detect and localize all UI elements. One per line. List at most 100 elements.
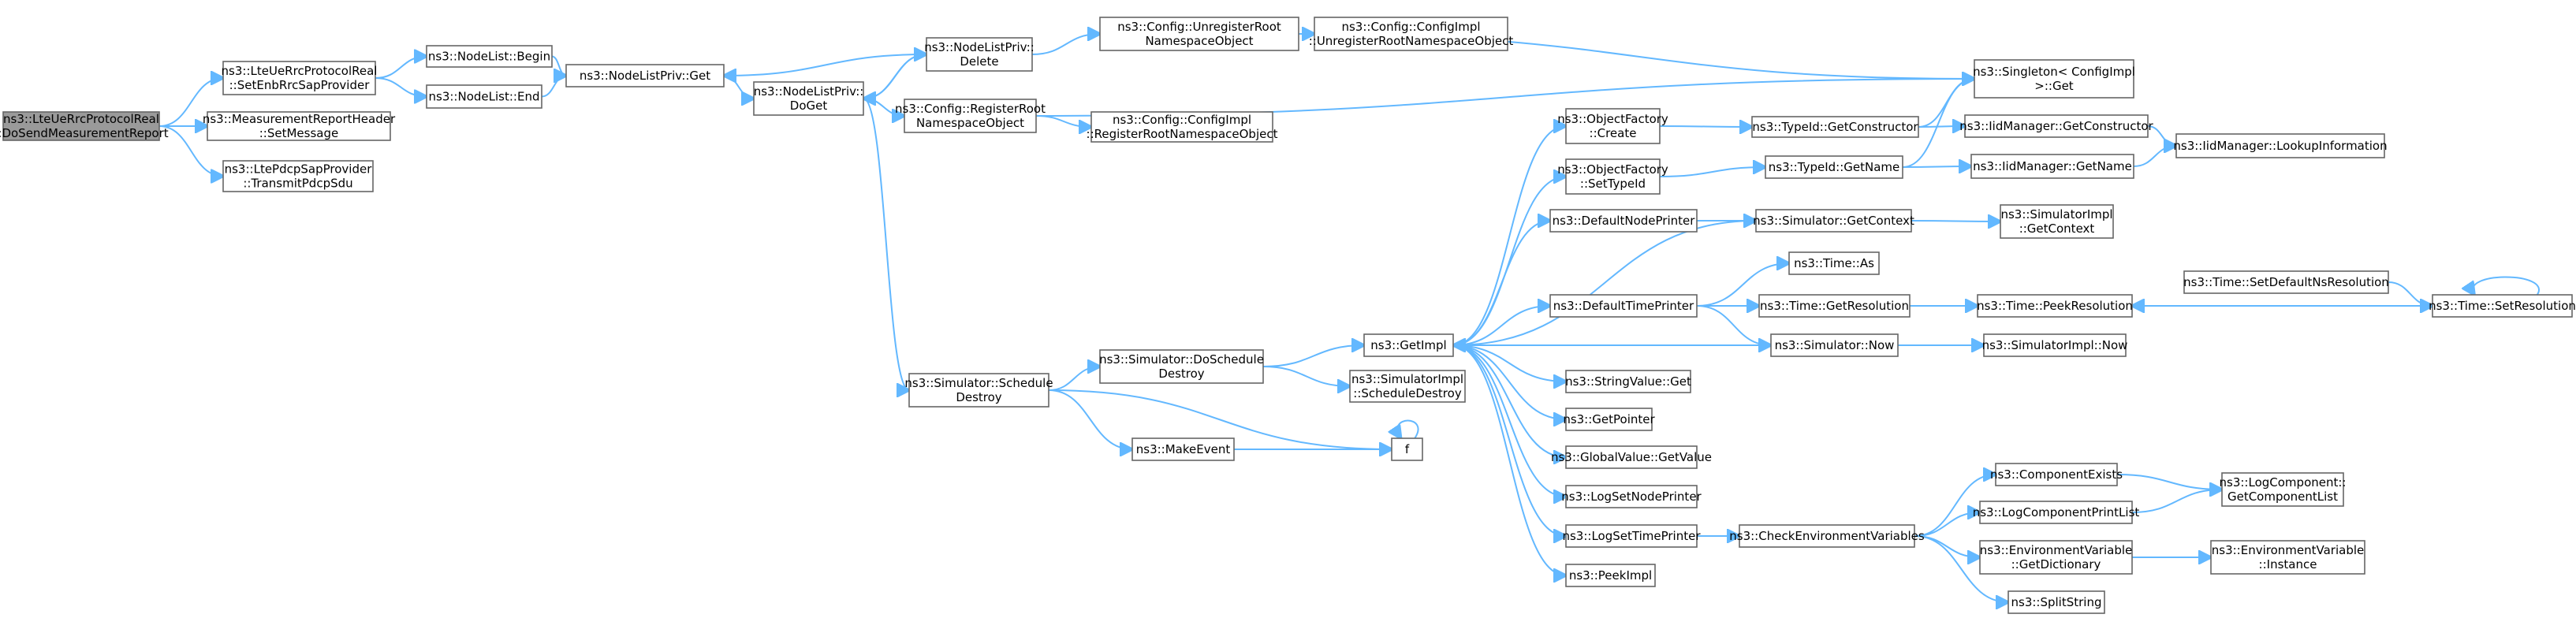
node-checkEnv[interactable]: ns3::CheckEnvironmentVariables bbox=[1729, 524, 1925, 548]
node-timeAs[interactable]: ns3::Time::As bbox=[1788, 251, 1880, 275]
node-label: ns3::LteUeRrcProtocolReal bbox=[222, 64, 378, 78]
node-simImplNow[interactable]: ns3::SimulatorImpl::Now bbox=[1982, 333, 2128, 357]
node-label: ns3::TypeId::GetName bbox=[1769, 160, 1899, 174]
node-label: ns3::Simulator::Now bbox=[1775, 338, 1895, 352]
edge-getImpl-to-logSetNode bbox=[1452, 344, 1566, 497]
node-box bbox=[1565, 445, 1698, 469]
node-label: >::Get bbox=[2034, 79, 2074, 93]
node-label: NamespaceObject bbox=[916, 116, 1024, 130]
node-cfgUnreg[interactable]: ns3::Config::ConfigImpl::UnregisterRootN… bbox=[1309, 17, 1514, 51]
node-peekImpl[interactable]: ns3::PeekImpl bbox=[1565, 564, 1656, 587]
node-doGet[interactable]: ns3::NodeListPriv::DoGet bbox=[753, 81, 864, 116]
edge-schedDestroy-to-makeEvent bbox=[1048, 389, 1132, 449]
node-makeEvent[interactable]: ns3::MakeEvent bbox=[1131, 437, 1235, 461]
node-compPrintList[interactable]: ns3::LogComponentPrintList bbox=[1973, 501, 2140, 524]
node-iidLookup[interactable]: ns3::IidManager::LookupInformation bbox=[2173, 133, 2388, 158]
node-label: ns3::ObjectFactory bbox=[1557, 112, 1668, 126]
node-box bbox=[1314, 17, 1508, 51]
node-peekRes[interactable]: ns3::Time::PeekResolution bbox=[1977, 294, 2133, 318]
node-box bbox=[222, 61, 376, 95]
node-box bbox=[1090, 111, 1273, 143]
node-compExists[interactable]: ns3::ComponentExists bbox=[1990, 463, 2123, 486]
edge-doSchedDestroy-to-implSchedDestroy bbox=[1262, 366, 1350, 386]
node-box bbox=[2175, 133, 2385, 158]
node-typeGetName[interactable]: ns3::TypeId::GetName bbox=[1765, 155, 1903, 179]
node-strGet[interactable]: ns3::StringValue::Get bbox=[1565, 370, 1691, 393]
node-box bbox=[1391, 437, 1423, 461]
node-iidGetCtor[interactable]: ns3::IidManager::GetConstructor bbox=[1959, 114, 2154, 138]
node-ofSetTypeId[interactable]: ns3::ObjectFactory::SetTypeId bbox=[1557, 158, 1668, 195]
node-setRes[interactable]: ns3::Time::SetResolution bbox=[2429, 294, 2576, 318]
node-label: ns3::Config::ConfigImpl bbox=[1341, 20, 1480, 34]
node-begin[interactable]: ns3::NodeList::Begin bbox=[426, 45, 553, 68]
edge-compExists-to-getCompList bbox=[2116, 474, 2222, 490]
node-box bbox=[908, 373, 1049, 408]
node-box bbox=[1979, 540, 2133, 575]
edge-setEnb-to-end bbox=[375, 77, 427, 97]
edge-getImpl-to-strGet bbox=[1452, 344, 1566, 382]
edge-setDefNs-to-setRes bbox=[2388, 281, 2432, 306]
node-label: ::Create bbox=[1590, 126, 1637, 140]
node-label: ns3::Singleton< ConfigImpl bbox=[1973, 65, 2135, 79]
node-label: ns3::Config::RegisterRoot bbox=[895, 102, 1046, 116]
node-implSchedDestroy[interactable]: ns3::SimulatorImpl::ScheduleDestroy bbox=[1349, 370, 1466, 403]
node-timeGetRes[interactable]: ns3::Time::GetResolution bbox=[1758, 294, 1911, 318]
node-label: Delete bbox=[960, 54, 998, 69]
node-cfgReg[interactable]: ns3::Config::ConfigImpl::RegisterRootNam… bbox=[1087, 111, 1278, 143]
node-simImplGetCtx[interactable]: ns3::SimulatorImpl::GetContext bbox=[2000, 204, 2114, 239]
node-ofCreate[interactable]: ns3::ObjectFactory::Create bbox=[1557, 108, 1668, 144]
node-getCompList[interactable]: ns3::LogComponent::GetComponentList bbox=[2220, 472, 2347, 507]
node-defNodePr[interactable]: ns3::DefaultNodePrinter bbox=[1549, 209, 1698, 233]
node-schedDestroy[interactable]: ns3::Simulator::ScheduleDestroy bbox=[904, 373, 1053, 408]
node-defTimePr[interactable]: ns3::DefaultTimePrinter bbox=[1549, 294, 1698, 318]
node-root[interactable]: ns3::LteUeRrcProtocolReal::DoSendMeasure… bbox=[0, 111, 169, 141]
node-label: ns3::GetPointer bbox=[1563, 412, 1655, 426]
node-box bbox=[753, 81, 864, 116]
node-box bbox=[2, 111, 160, 141]
node-label: ns3::LtePdcpSapProvider bbox=[225, 162, 373, 177]
node-logSetTime[interactable]: ns3::LogSetTimePrinter bbox=[1562, 524, 1701, 548]
node-box bbox=[207, 111, 391, 141]
node-box bbox=[1565, 108, 1661, 144]
node-measRep[interactable]: ns3::MeasurementReportHeader::SetMessage bbox=[203, 111, 396, 141]
node-pdcp[interactable]: ns3::LtePdcpSapProvider::TransmitPdcpSdu bbox=[222, 160, 374, 192]
edge-delete-to-privGet bbox=[724, 54, 927, 76]
node-box bbox=[2183, 270, 2389, 294]
node-gvGetValue[interactable]: ns3::GlobalValue::GetValue bbox=[1551, 445, 1712, 469]
node-end[interactable]: ns3::NodeList::End bbox=[426, 84, 542, 109]
node-setDefNs[interactable]: ns3::Time::SetDefaultNsResolution bbox=[2183, 270, 2389, 294]
edge-getImpl-to-logSetTime bbox=[1452, 344, 1566, 536]
node-delete[interactable]: ns3::NodeListPriv::Delete bbox=[924, 37, 1035, 72]
node-splitString[interactable]: ns3::SplitString bbox=[2007, 590, 2105, 614]
node-label: ::SetEnbRrcSapProvider bbox=[229, 78, 371, 92]
node-getImpl[interactable]: ns3::GetImpl bbox=[1363, 333, 1454, 357]
node-setEnb[interactable]: ns3::LteUeRrcProtocolReal::SetEnbRrcSapP… bbox=[222, 61, 378, 95]
node-label: ns3::StringValue::Get bbox=[1565, 374, 1691, 389]
node-unregRoot[interactable]: ns3::Config::UnregisterRootNamespaceObje… bbox=[1099, 17, 1299, 51]
node-iidGetName[interactable]: ns3::IidManager::GetName bbox=[1970, 154, 2134, 179]
edge-begin-to-privGet bbox=[551, 55, 566, 76]
node-label: ns3::SimulatorImpl::Now bbox=[1982, 338, 2128, 352]
node-envInstance[interactable]: ns3::EnvironmentVariable::Instance bbox=[2210, 540, 2365, 575]
edge-simGetCtx-to-getImpl bbox=[1453, 220, 1757, 345]
node-label: ns3::NodeListPriv:: bbox=[924, 40, 1035, 54]
node-singleton[interactable]: ns3::Singleton< ConfigImpl>::Get bbox=[1973, 59, 2135, 99]
node-box bbox=[1565, 524, 1698, 548]
node-simNow[interactable]: ns3::Simulator::Now bbox=[1770, 333, 1899, 357]
node-privGet[interactable]: ns3::NodeListPriv::Get bbox=[565, 64, 725, 87]
edge-setRes-to-setRes bbox=[2473, 276, 2540, 296]
node-f[interactable]: f bbox=[1391, 437, 1423, 461]
node-getPointer[interactable]: ns3::GetPointer bbox=[1563, 408, 1655, 431]
node-regRoot[interactable]: ns3::Config::RegisterRootNamespaceObject bbox=[895, 99, 1046, 133]
edge-simGetCtx-to-simImplGetCtx bbox=[1911, 221, 2000, 222]
node-logSetNode[interactable]: ns3::LogSetNodePrinter bbox=[1561, 485, 1702, 508]
node-simGetCtx[interactable]: ns3::Simulator::GetContext bbox=[1753, 209, 1914, 233]
edge-checkEnv-to-compExists bbox=[1914, 475, 1996, 537]
edge-end-to-privGet bbox=[541, 76, 566, 98]
node-label: ns3::IidManager::GetConstructor bbox=[1959, 119, 2153, 133]
node-envGetDict[interactable]: ns3::EnvironmentVariable::GetDictionary bbox=[1979, 540, 2133, 575]
node-typeGetCtor[interactable]: ns3::TypeId::GetConstructor bbox=[1751, 116, 1919, 138]
edge-getImpl-to-ofCreate bbox=[1452, 126, 1566, 346]
